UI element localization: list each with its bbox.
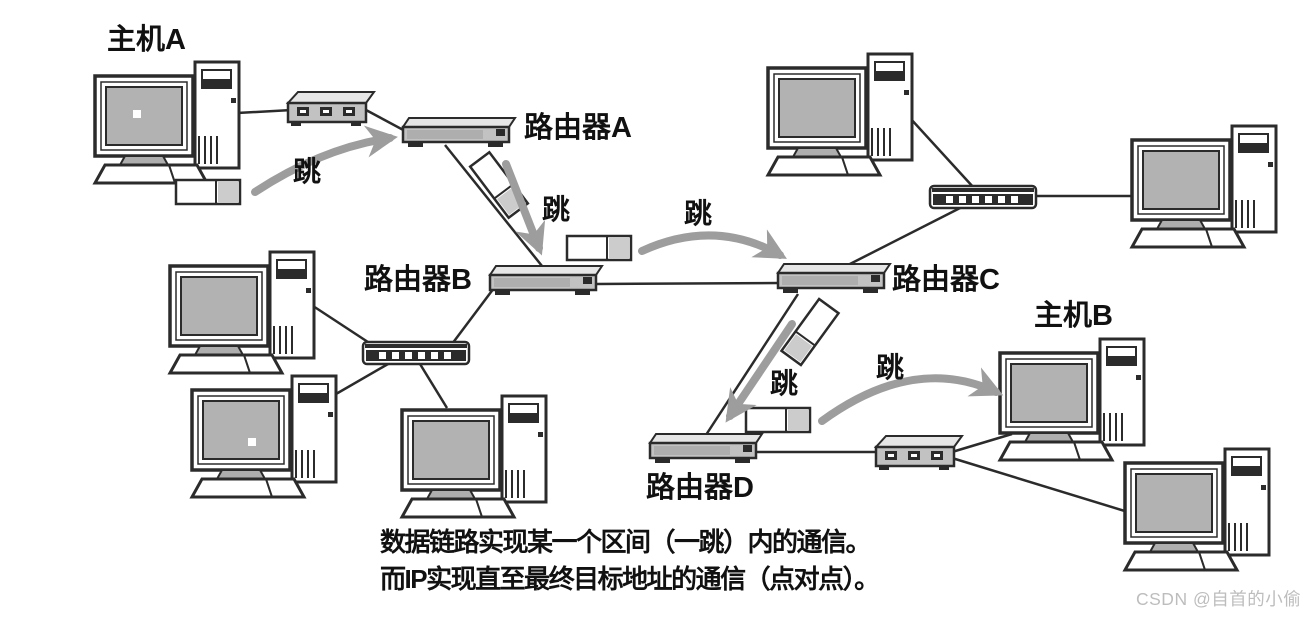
hop-arrow-4 xyxy=(725,320,796,423)
router-c-device xyxy=(776,262,892,295)
hub-lan-c xyxy=(928,184,1038,210)
lan-d-computer-1 xyxy=(1123,447,1271,572)
router-c-label: 路由器C xyxy=(892,264,1000,296)
link-hosta-bridge1 xyxy=(236,108,293,115)
screen-glint xyxy=(248,438,256,446)
ip-packet-1 xyxy=(174,178,242,206)
router-b-label: 路由器B xyxy=(364,264,472,296)
host-b-computer xyxy=(998,337,1146,462)
router-a-device xyxy=(401,116,517,149)
link-bridge2-pc-br xyxy=(951,456,1129,514)
hop-label-2: 跳 xyxy=(542,194,571,225)
lan-b-computer-3 xyxy=(400,394,548,519)
ip-packet-5 xyxy=(744,406,812,434)
bridge-host-b xyxy=(874,434,964,472)
hop-label-4: 跳 xyxy=(770,368,799,399)
hop-arrow-3 xyxy=(638,229,787,259)
hop-arrow-2 xyxy=(502,160,546,256)
lan-b-computer-2 xyxy=(190,374,338,499)
screen-glint xyxy=(133,110,141,118)
link-hub1-pc-l2 xyxy=(335,362,389,396)
caption-line-2: 而IP实现直至最终目标地址的通信（点对点）。 xyxy=(380,564,880,594)
router-d-device xyxy=(648,432,764,465)
link-bridge1-routera xyxy=(365,108,408,134)
host-a-label: 主机A xyxy=(107,24,186,56)
hop-arrow-1 xyxy=(251,125,398,196)
link-hub1-routerb xyxy=(451,287,495,345)
watermark: CSDN @自首的小偷 xyxy=(1136,589,1302,609)
hop-label-3: 跳 xyxy=(684,198,713,229)
hub-lan-b xyxy=(361,340,471,366)
host-b-label: 主机B xyxy=(1034,300,1113,332)
router-a-label: 路由器A xyxy=(524,112,632,144)
network-links xyxy=(236,108,1134,514)
link-routerc-hub2 xyxy=(845,204,965,268)
link-hub1-pc-l3 xyxy=(418,363,449,409)
link-bridge2-hostb xyxy=(951,432,1013,454)
router-d-label: 路由器D xyxy=(646,472,754,504)
router-b-device xyxy=(488,264,604,297)
hop-arrow-5 xyxy=(818,367,1004,425)
hop-label-1: 跳 xyxy=(293,156,322,187)
link-pc-l1-hub1 xyxy=(309,302,375,348)
lan-c-computer-1 xyxy=(766,52,914,177)
hop-arrows xyxy=(251,125,1004,425)
host-a-computer xyxy=(93,60,241,185)
lan-c-computer-2 xyxy=(1130,124,1278,249)
lan-b-computer-1 xyxy=(168,250,316,375)
ip-packet-3 xyxy=(565,234,633,262)
link-routerc-routerd xyxy=(702,293,800,439)
bridge-host-a xyxy=(286,90,376,128)
caption-line-1: 数据链路实现某一个区间（一跳）内的通信。 xyxy=(380,527,872,557)
link-hub2-pc-tr1 xyxy=(909,117,975,189)
hop-label-5: 跳 xyxy=(876,352,905,383)
link-routerb-routerc xyxy=(595,281,781,286)
caption: 数据链路实现某一个区间（一跳）内的通信。 而IP实现直至最终目标地址的通信（点对… xyxy=(380,524,880,598)
